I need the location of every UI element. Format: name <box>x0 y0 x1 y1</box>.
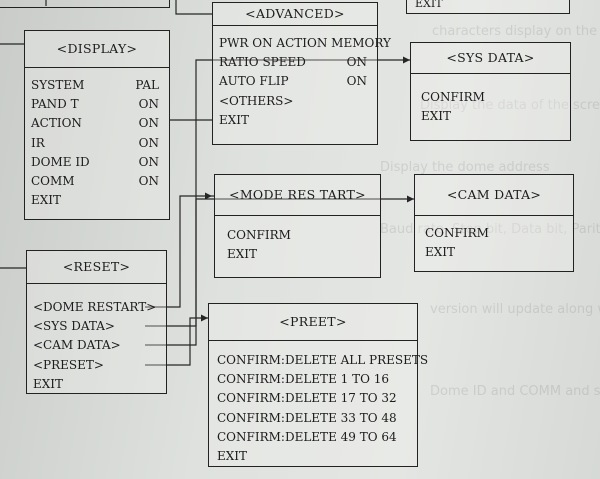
display-menu-title: <DISPLAY> <box>25 31 169 68</box>
ghost-text: Display the dome address <box>380 160 550 175</box>
preset-menu-box: <PREET> CONFIRM:DELETE ALL PRESETS CONFI… <box>208 303 429 467</box>
reset-menu-item-sys-data: <SYS DATA> <box>33 319 115 334</box>
reset-menu-title: <RESET> <box>27 251 166 284</box>
connector-line <box>145 198 414 346</box>
arrowhead <box>407 195 414 203</box>
ghost-text: Baud rate, Stop bit, Data bit, Parity bi… <box>380 222 600 237</box>
sys-data-menu-item: EXIT <box>421 109 452 124</box>
top-right-exit-label: EXIT <box>415 0 443 10</box>
arrowhead <box>403 56 410 64</box>
reset-menu-item-cam-data: <CAM DATA> <box>33 338 121 353</box>
preset-menu-item: CONFIRM:DELETE 17 TO 32 <box>217 391 397 406</box>
reset-menu-item-dome-restart: <DOME RESTART> <box>33 300 157 314</box>
sys-data-menu-title: <SYS DATA> <box>411 43 570 74</box>
sys-data-menu-item: CONFIRM <box>421 90 485 104</box>
mode-restart-menu-box: <MODE RES TART> CONFIRM EXIT <box>214 174 381 278</box>
preset-menu-item: CONFIRM:DELETE 49 TO 64 <box>217 429 397 444</box>
ghost-text: Dome ID and COMM and so on to factory se… <box>430 384 600 399</box>
ghost-text: characters display on the screen <box>432 24 600 39</box>
ghost-text: version will update along with the produ… <box>430 302 600 317</box>
reset-menu-box: <RESET> <DOME RESTART> <SYS DATA> <CAM D… <box>26 250 167 394</box>
cam-data-menu-item: EXIT <box>425 245 456 260</box>
preset-menu-item: CONFIRM:DELETE 33 TO 48 <box>217 410 397 425</box>
connector-line <box>145 59 410 327</box>
connector-line <box>145 317 208 366</box>
cam-data-menu-title: <CAM DATA> <box>415 175 573 216</box>
arrowhead <box>205 192 212 200</box>
advanced-menu-title: <ADVANCED> <box>213 3 377 26</box>
mode-restart-menu-item: EXIT <box>227 247 258 262</box>
top-left-box-fragment <box>0 0 170 8</box>
mode-restart-menu-item: CONFIRM <box>227 228 291 242</box>
advanced-menu-item: <OTHERS> <box>219 93 294 108</box>
preset-menu-item: EXIT <box>217 449 248 464</box>
cam-data-menu-item: CONFIRM <box>425 226 489 240</box>
advanced-menu-item: EXIT <box>219 112 250 127</box>
sys-data-menu-box: <SYS DATA> CONFIRM EXIT <box>410 42 571 141</box>
mode-restart-menu-title: <MODE RES TART> <box>215 175 380 216</box>
preset-menu-item: CONFIRM:DELETE 1 TO 16 <box>217 372 390 387</box>
advanced-menu-item: PWR ON ACTION MEMORY <box>219 36 391 50</box>
top-right-box-fragment: EXIT <box>406 0 570 14</box>
arrowhead <box>201 314 208 322</box>
preset-menu-item: CONFIRM:DELETE ALL PRESETS <box>217 353 429 367</box>
display-menu-row: EXIT <box>31 193 62 208</box>
reset-menu-item-preset: <PRESET> <box>33 357 104 372</box>
connector-line <box>175 0 212 15</box>
reset-menu-item-exit: EXIT <box>33 376 64 391</box>
preset-menu-title: <PREET> <box>209 304 417 341</box>
cam-data-menu-box: <CAM DATA> CONFIRM EXIT <box>414 174 574 272</box>
advanced-menu-box: <ADVANCED> PWR ON ACTION MEMORY RATIO SP… <box>212 2 391 145</box>
ghost-text: Display the data of the screen <box>420 98 600 113</box>
connector-line <box>145 195 214 308</box>
